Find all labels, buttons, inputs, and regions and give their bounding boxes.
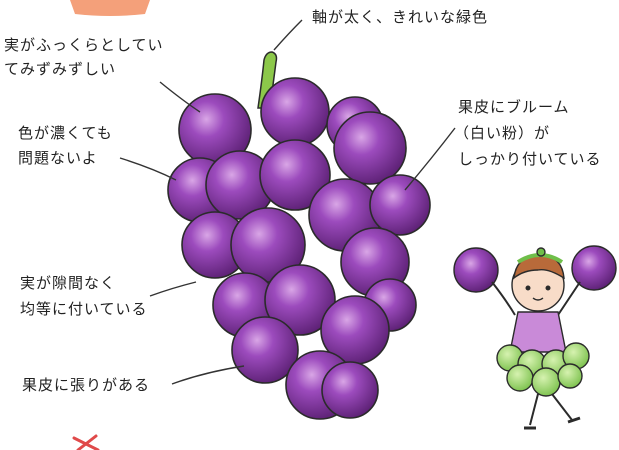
label-bloom-line3: しっかり付いている (458, 150, 602, 168)
label-even-line2: 均等に付いている (20, 300, 148, 318)
label-bloom-line1: 果皮にブルーム (458, 98, 570, 116)
header-tab (70, 0, 150, 16)
label-stem: 軸が太く、きれいな緑色 (312, 8, 489, 26)
cross-mark-icon (72, 434, 100, 450)
label-plump-line2: てみずみずしい (4, 60, 117, 78)
grape-stem-icon (257, 51, 278, 109)
grape-bunch-icon (167, 77, 431, 420)
label-dark-line1: 色が濃くても (18, 124, 113, 142)
label-bloom-line2: （白い粉）が (454, 124, 551, 142)
leader-lines (119, 19, 456, 385)
label-plump-line1: 実がふっくらとしてい (4, 36, 164, 54)
label-even-line1: 実が隙間なく (20, 274, 117, 292)
label-firm-skin: 果皮に張りがある (22, 376, 151, 394)
grape-fairy-character-icon (453, 245, 617, 430)
label-dark-line2: 問題ないよ (18, 149, 98, 167)
